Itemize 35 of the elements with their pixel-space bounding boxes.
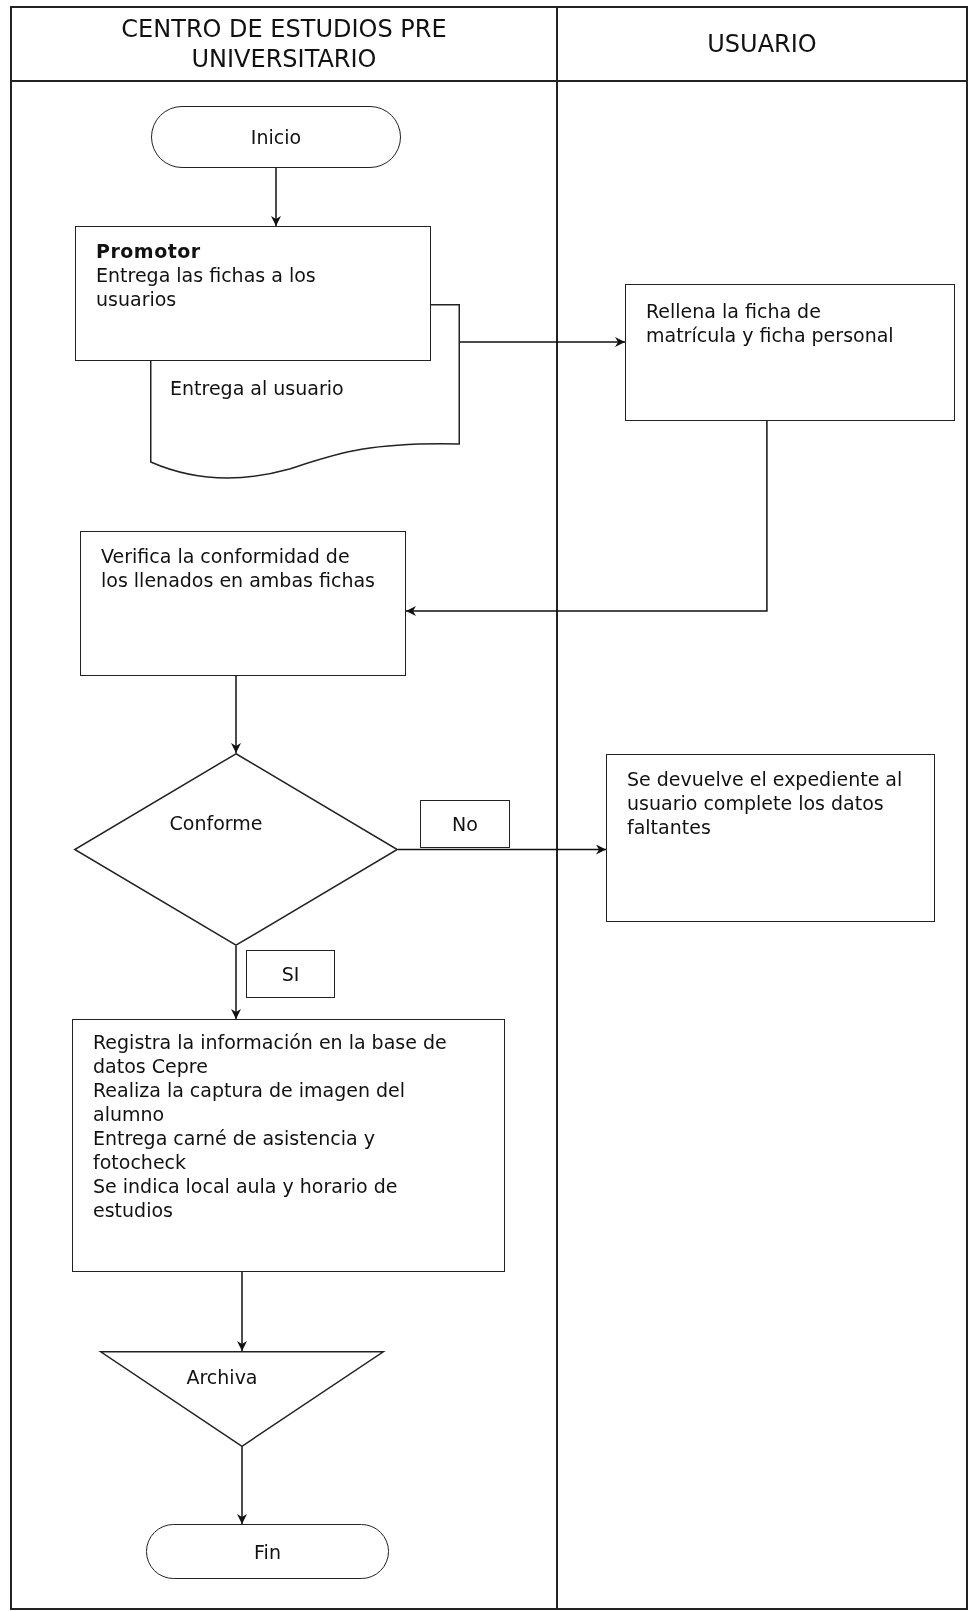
step-text: Se devuelve el expediente al usuario complete los datos faltantes: [627, 767, 904, 839]
decision-diamond: [74, 753, 398, 946]
step-text: Conforme: [169, 811, 263, 835]
edge-label: SI: [246, 950, 335, 998]
arrow: [231, 945, 241, 1020]
step-text: Archiva: [186, 1365, 258, 1389]
arrow: [237, 1271, 247, 1352]
arrow: [237, 1446, 247, 1525]
edge-label: No: [420, 799, 510, 848]
process-box: [606, 754, 935, 922]
step-text: Inicio: [250, 125, 302, 149]
arrow: [397, 844, 607, 855]
step-text: Entrega las fichas a los usuarios: [96, 263, 317, 311]
arrow: [231, 675, 241, 754]
process-box: [72, 1019, 505, 1272]
swimlane: [10, 6, 558, 1610]
lane-heading: CENTRO DE ESTUDIOS PRE UNIVERSITARIO: [120, 14, 448, 74]
step-text: Rellena la ficha de matrícula y ficha personal: [646, 299, 894, 347]
arrow: [405, 420, 768, 616]
step-text: Realiza la captura de imagen del alumno: [93, 1078, 407, 1126]
arrow: [459, 337, 626, 347]
lane-heading: USUARIO: [707, 29, 817, 59]
process-box: [75, 226, 431, 361]
step-text: Entrega carné de asistencia y fotocheck: [93, 1126, 376, 1174]
step-text: Verifica la conformidad de los llenados en ambas fichas: [101, 544, 375, 592]
arrow: [271, 167, 281, 227]
role-heading: Promotor: [96, 239, 202, 263]
swimlane: [556, 6, 968, 1610]
archive-triangle: [100, 1351, 384, 1447]
process-box: [80, 531, 406, 676]
step-text: Fin: [254, 1539, 281, 1564]
step-text: Se indica local aula y horario de estudios: [93, 1174, 399, 1222]
process-box: [625, 284, 955, 421]
step-text: Entrega al usuario: [170, 376, 345, 400]
step-text: Registra la información en la base de datos Cepre: [93, 1030, 448, 1078]
